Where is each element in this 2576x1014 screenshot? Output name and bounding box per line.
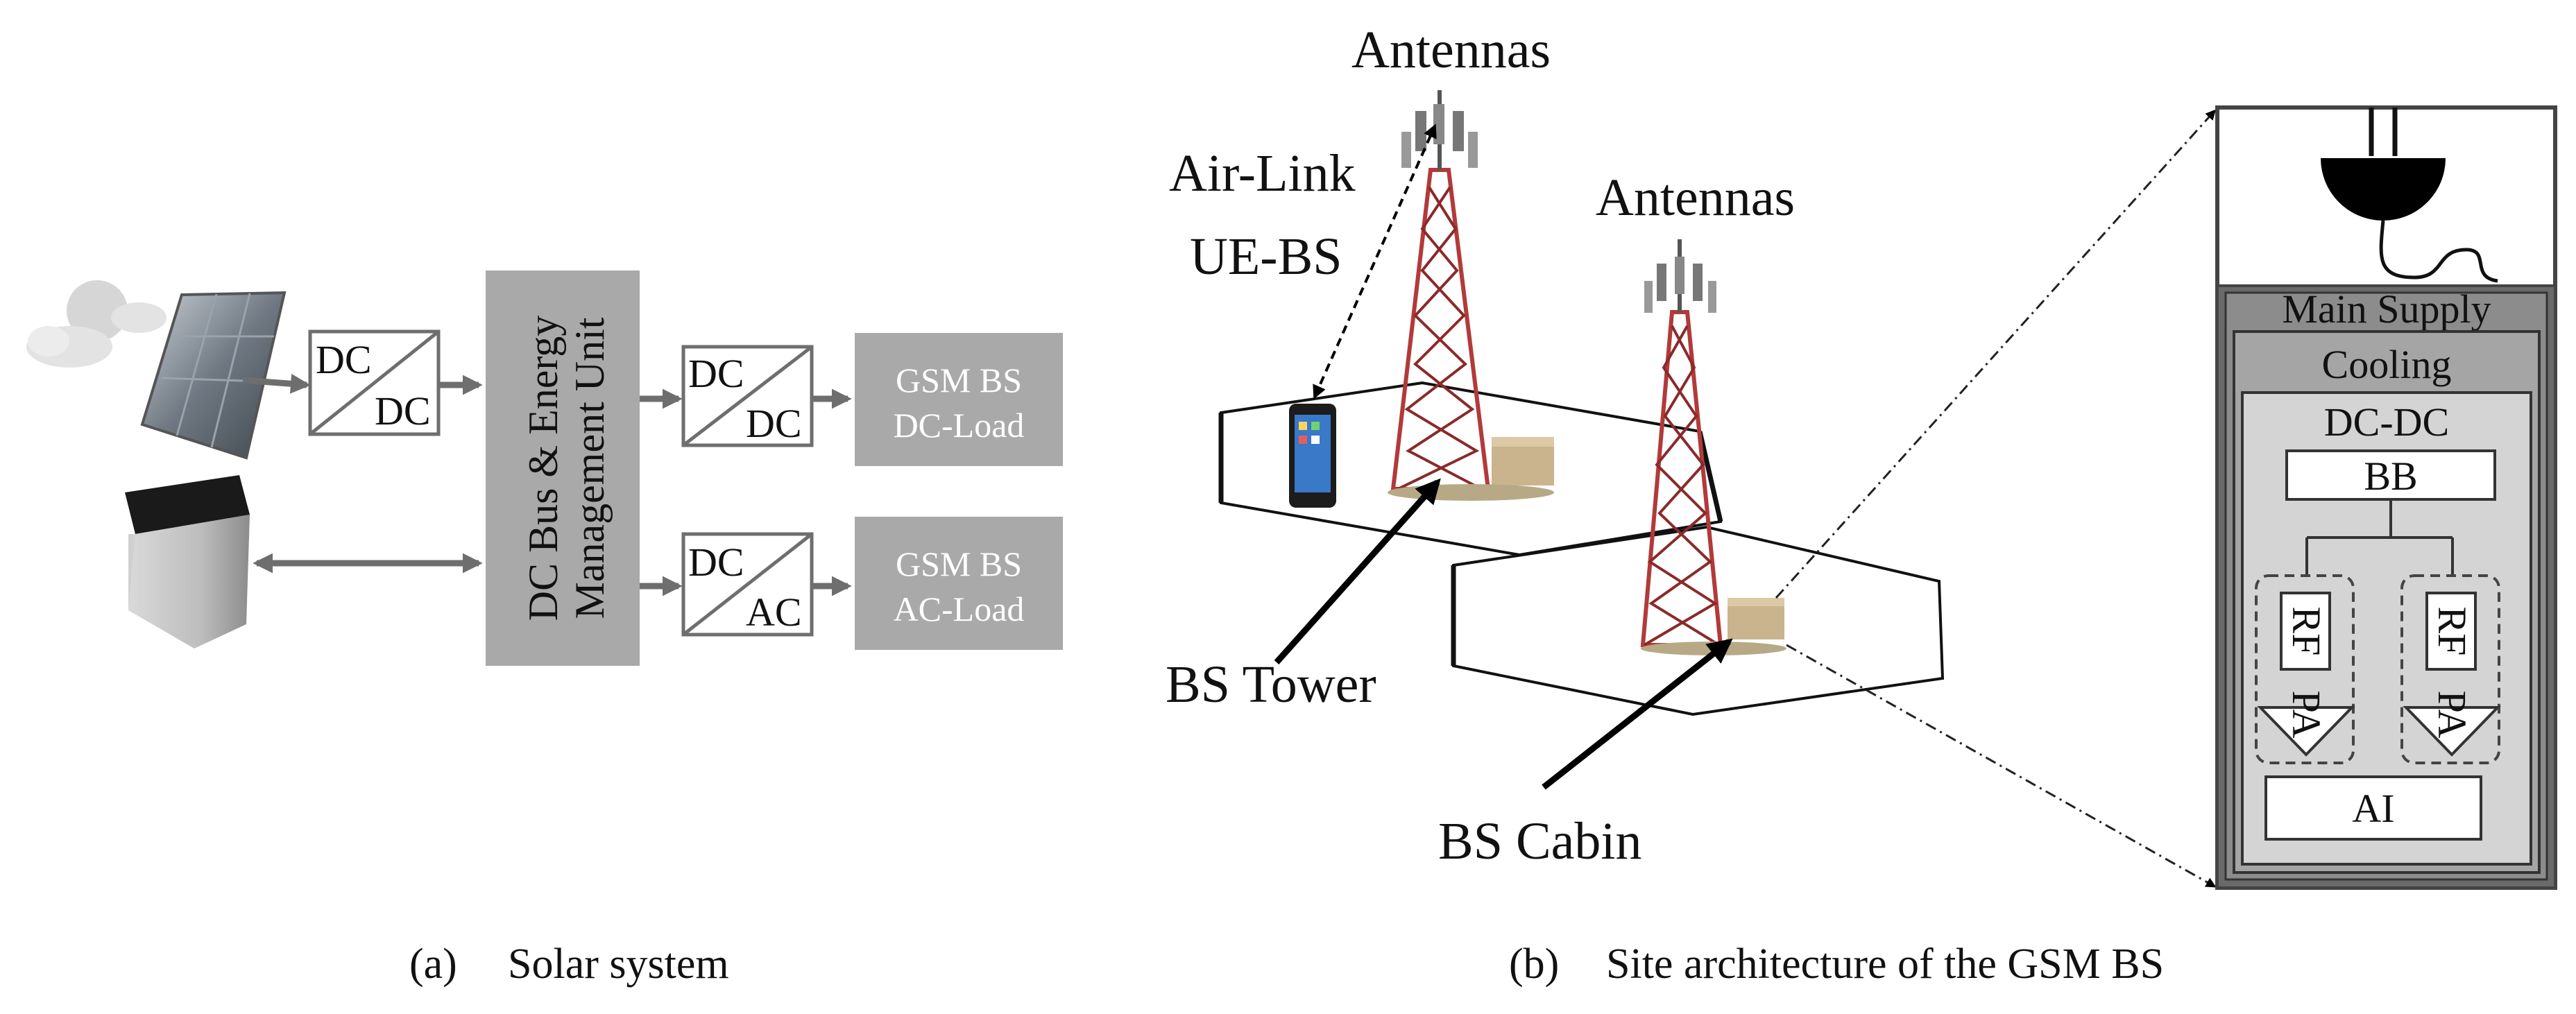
bs-tower-2 <box>1640 239 1786 655</box>
dc-dc-label: DC-DC <box>2324 399 2449 445</box>
output-dc-dc-converter: DC DC <box>681 345 814 447</box>
battery-icon <box>125 475 250 648</box>
cloud-sun-icon <box>26 280 167 368</box>
dc-load-line2: DC-Load <box>894 406 1025 445</box>
antennas-label-2: Antennas <box>1596 169 1795 227</box>
zoom-line-bottom <box>1786 644 2217 888</box>
dc-ac-inverter: DC AC <box>681 532 814 637</box>
pa-right-label: PA <box>2430 691 2475 739</box>
gsm-bs-ac-load: GSM BS AC-Load <box>855 517 1063 650</box>
zoom-line-top <box>1775 109 2217 599</box>
bus-unit-line2: Management Unit <box>567 317 613 619</box>
bs-tower-label: BS Tower <box>1166 655 1376 714</box>
rf-left-label: RF <box>2284 607 2329 656</box>
caption-b-letter: (b) <box>1509 940 1559 988</box>
pa-left-label: PA <box>2284 691 2329 739</box>
main-supply-label: Main Supply <box>2282 286 2491 332</box>
caption-a-title: Solar system <box>508 940 729 988</box>
rf-right-label: RF <box>2430 607 2475 656</box>
bs-cabin-label: BS Cabin <box>1438 812 1642 870</box>
power-plug-icon <box>2321 108 2498 283</box>
user-equipment-phone-icon <box>1289 404 1336 508</box>
air-link-arrow <box>1313 123 1437 399</box>
bs-cabin-pointer-arrow <box>1542 638 1733 790</box>
dc-load-line1: GSM BS <box>896 361 1022 399</box>
ac-load-line2: AC-Load <box>894 590 1025 628</box>
bus-unit-line1: DC Bus & Energy <box>520 316 566 621</box>
input-dc-dc-converter: DC DC <box>308 329 441 436</box>
site-architecture-panel: Antennas Antennas Air-Link UE-BS BS Towe… <box>1166 21 2557 988</box>
cooling-label: Cooling <box>2322 342 2452 387</box>
converter-in-bottom-label: DC <box>375 388 431 433</box>
converter-ac-bottom-label: AC <box>746 590 802 635</box>
gsm-bs-dc-load: GSM BS DC-Load <box>855 333 1063 466</box>
solar-system-panel: DC DC DC Bus & Energy Management Unit DC… <box>26 270 1063 988</box>
cell-hexagon-2 <box>1452 525 1945 716</box>
caption-a-letter: (a) <box>409 940 457 988</box>
converter-in-top-label: DC <box>316 337 372 382</box>
air-link-label: Air-Link <box>1169 144 1356 203</box>
converter-ac-top-label: DC <box>688 540 744 585</box>
converter-dc-top-label: DC <box>688 351 744 396</box>
caption-b-title: Site architecture of the GSM BS <box>1606 940 2164 988</box>
panel-to-converter-arrow <box>242 373 311 394</box>
converter-dc-bottom-label: DC <box>746 401 802 446</box>
ue-bs-label: UE-BS <box>1190 227 1342 286</box>
bs-tower-pointer-arrow <box>1274 478 1441 664</box>
ac-load-line1: GSM BS <box>896 544 1022 583</box>
bs-tower-1 <box>1388 90 1554 501</box>
bs-cabin-detail: Main Supply Cooling DC-DC BB RF PA RF PA… <box>2215 105 2557 890</box>
dc-bus-energy-management-unit: DC Bus & Energy Management Unit <box>486 270 640 666</box>
bb-label: BB <box>2364 454 2417 499</box>
ai-label: AI <box>2352 786 2394 831</box>
antennas-label-1: Antennas <box>1351 21 1551 79</box>
